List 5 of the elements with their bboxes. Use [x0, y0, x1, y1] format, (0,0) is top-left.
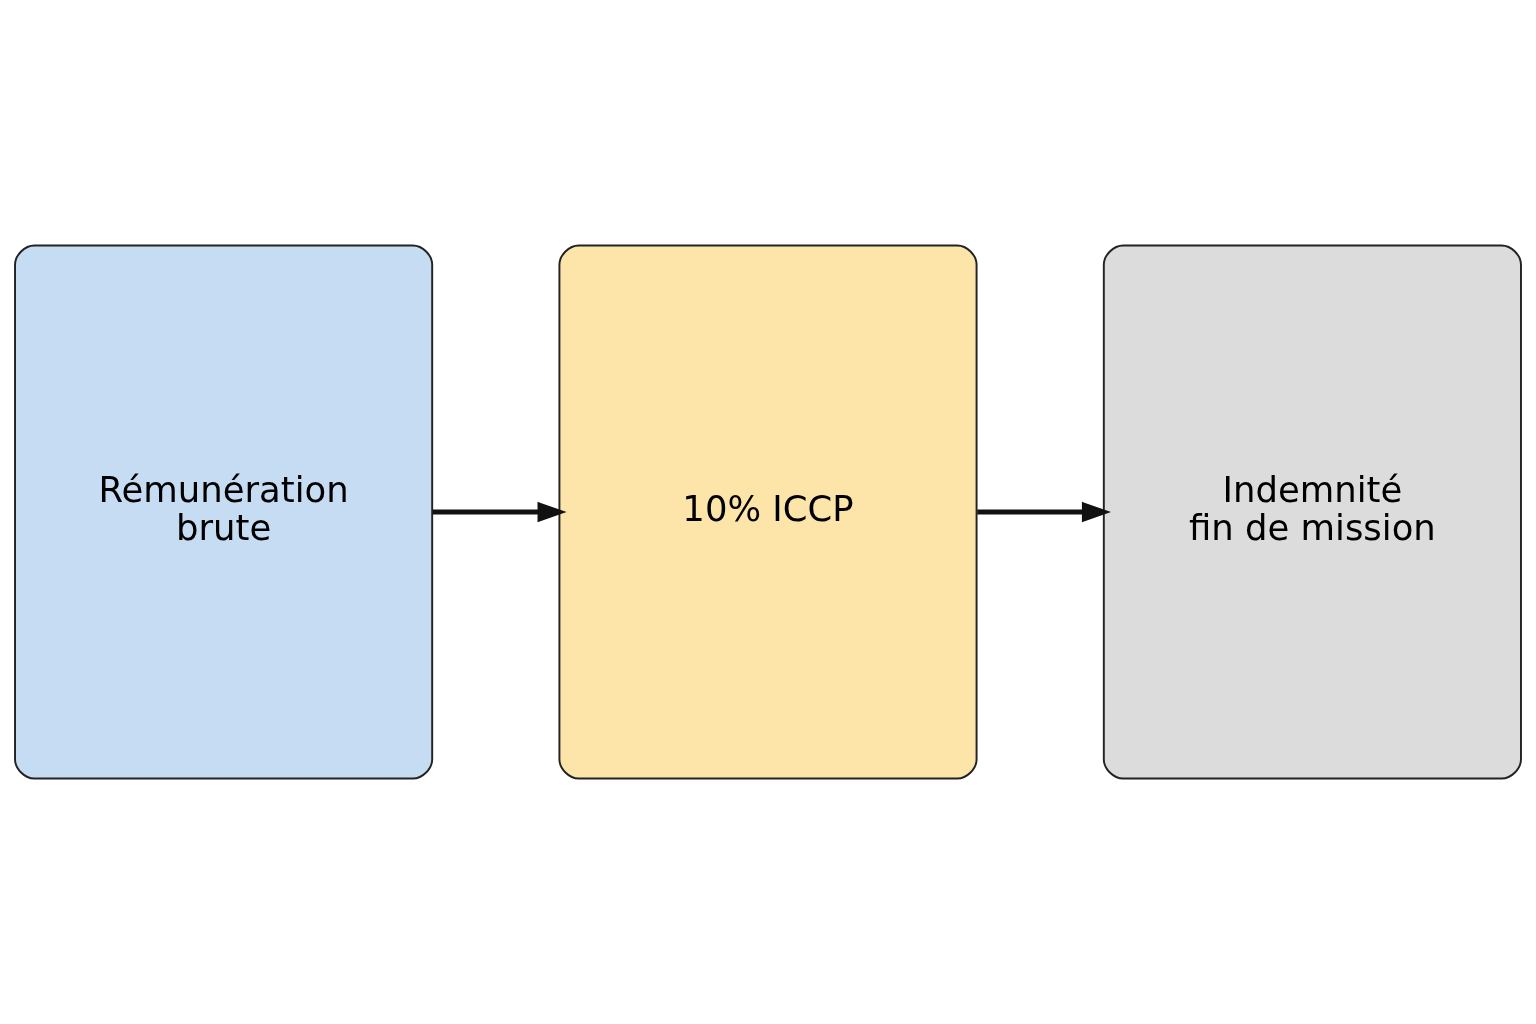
arrow: [977, 501, 1111, 523]
arrow: [432, 501, 567, 523]
node-box: Indemnité fin de mission: [1102, 244, 1522, 780]
node-box: Rémunération brute: [14, 244, 434, 780]
node-box: 10% ICCP: [558, 244, 978, 780]
